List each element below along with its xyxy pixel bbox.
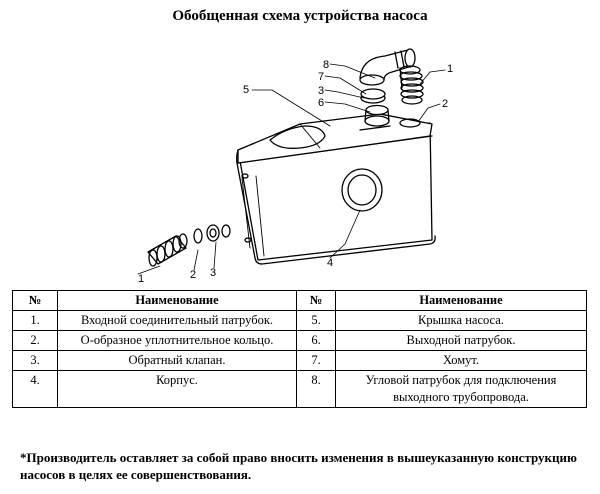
table-cell: 3. bbox=[12, 350, 58, 371]
table-cell: Хомут. bbox=[335, 350, 587, 371]
table-cell: Обратный клапан. bbox=[57, 350, 297, 371]
table-cell: О-образное уплотнительное кольцо. bbox=[57, 330, 297, 351]
table-row: 2. О-образное уплотнительное кольцо. 6. … bbox=[12, 330, 587, 351]
header-number: № bbox=[12, 290, 58, 311]
callout-8: 8 bbox=[323, 59, 329, 71]
table-cell: 1. bbox=[12, 310, 58, 331]
table-cell: 4. bbox=[12, 370, 58, 408]
callout-6: 6 bbox=[318, 97, 324, 109]
table-header-row: № Наименование № Наименование bbox=[12, 290, 587, 311]
callout-1-upper: 1 bbox=[447, 63, 453, 75]
outlet-pipe bbox=[364, 104, 390, 127]
table-cell: 6. bbox=[296, 330, 336, 351]
o-ring-lower bbox=[193, 228, 203, 244]
table-row: 3. Обратный клапан. 7. Хомут. bbox=[12, 350, 587, 371]
header-name: Наименование bbox=[57, 290, 297, 311]
clamp bbox=[360, 88, 386, 104]
table-cell: 5. bbox=[296, 310, 336, 331]
callout-4: 4 bbox=[327, 257, 333, 269]
callout-7: 7 bbox=[318, 71, 324, 83]
elbow-pipe bbox=[359, 48, 416, 89]
callout-2-lower: 2 bbox=[190, 269, 196, 281]
corrugated-pipe-lower bbox=[147, 233, 188, 267]
table-row: 4. Корпус. 8. Угловой патрубок для подкл… bbox=[12, 370, 587, 408]
table-cell: 8. bbox=[296, 370, 336, 408]
manufacturer-note: *Производитель оставляет за собой право … bbox=[20, 450, 577, 482]
callout-3-lower: 3 bbox=[210, 267, 216, 279]
header-name: Наименование bbox=[335, 290, 587, 311]
table-cell: Крышка насоса. bbox=[335, 310, 587, 331]
parts-table: № Наименование № Наименование 1. Входной… bbox=[12, 290, 587, 408]
corrugated-pipe-upper bbox=[399, 65, 424, 105]
table-cell: 2. bbox=[12, 330, 58, 351]
table-row: 1. Входной соединительный патрубок. 5. К… bbox=[12, 310, 587, 331]
callout-5: 5 bbox=[243, 84, 249, 96]
diagram-title: Обобщенная схема устройства насоса bbox=[172, 8, 428, 24]
callout-1-lower: 1 bbox=[138, 273, 144, 285]
pump-lid bbox=[237, 113, 433, 164]
table-cell: Корпус. bbox=[57, 370, 297, 408]
check-valve bbox=[206, 224, 231, 242]
table-cell: 7. bbox=[296, 350, 336, 371]
pump-diagram: 5 8 7 3 6 1 2 4 1 2 3 bbox=[137, 48, 453, 285]
callout-2-upper: 2 bbox=[442, 98, 448, 110]
table-cell: Выходной патрубок. bbox=[335, 330, 587, 351]
callout-3-upper: 3 bbox=[318, 85, 324, 97]
table-cell: Угловой патрубок для подключения выходно… bbox=[335, 370, 587, 408]
o-ring-upper bbox=[399, 118, 421, 128]
table-cell: Входной соединительный патрубок. bbox=[57, 310, 297, 331]
header-number: № bbox=[296, 290, 336, 311]
